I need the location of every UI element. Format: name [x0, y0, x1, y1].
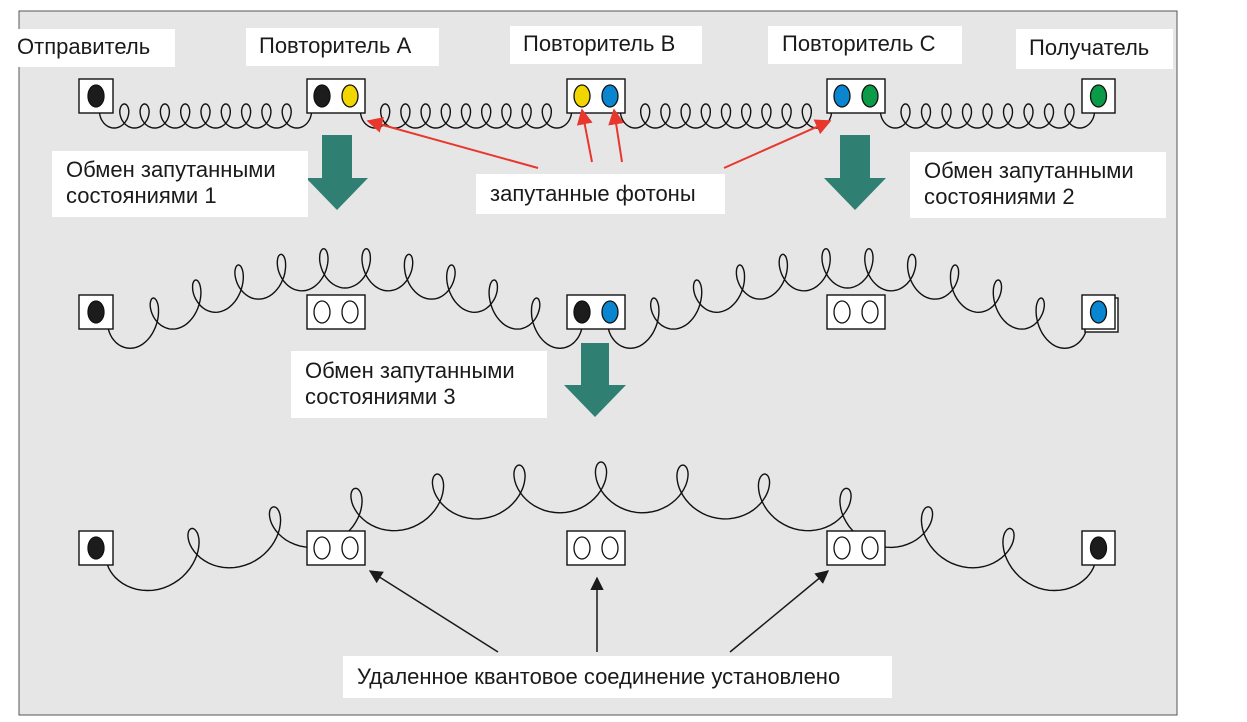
empty-photon-icon	[861, 536, 879, 560]
label-receiver: Получатель	[1016, 29, 1173, 69]
photon-icon	[601, 300, 619, 324]
pointer-to-repeater-a	[366, 117, 539, 169]
stage-arrow-swap-1	[306, 135, 368, 210]
link-sender-repeater-a	[98, 103, 313, 129]
link-repeater-a-repeater-b	[359, 103, 573, 129]
photon-icon	[87, 536, 105, 560]
link-repeater-b-receiver	[607, 247, 1088, 350]
station-row3-3	[566, 530, 626, 566]
photon-icon	[1089, 84, 1108, 108]
pointer-established-a	[368, 570, 499, 653]
established-pointers	[368, 570, 830, 653]
station-row1-1	[78, 78, 114, 114]
empty-photon-icon	[341, 536, 359, 560]
station-row1-2	[306, 78, 366, 114]
caption-swap-2-line1: Обмен запутанными	[924, 158, 1134, 183]
link-repeater-b-repeater-c	[619, 103, 833, 129]
caption-established: Удаленное квантовое соединение установле…	[343, 656, 892, 698]
caption-swap-2: Обмен запутанными состояниями 2	[910, 152, 1166, 218]
empty-photon-icon	[573, 536, 591, 560]
station-row2-4	[826, 294, 886, 330]
label-repeater-a-text: Повторитель A	[259, 33, 412, 58]
photon-icon	[601, 84, 619, 108]
link-repeater-c-receiver	[879, 103, 1096, 129]
caption-swap-1-line2: состояниями 1	[66, 183, 217, 208]
photon-icon	[861, 84, 879, 108]
photon-icon	[1089, 536, 1108, 560]
station-row2-1	[78, 294, 114, 330]
pointer-to-repeater-c	[723, 119, 832, 169]
stage-arrow-swap-2	[824, 135, 886, 210]
label-sender: Отправитель	[15, 29, 175, 67]
caption-entangled-photons-text: запутанные фотоны	[490, 181, 696, 206]
station-row1-4	[826, 78, 886, 114]
label-repeater-c-text: Повторитель C	[782, 31, 936, 56]
pointer-to-repeater-b-right	[608, 108, 625, 163]
photon-icon	[341, 84, 359, 108]
station-row3-2	[306, 530, 366, 566]
station-row3-1	[78, 530, 114, 566]
caption-swap-2-line2: состояниями 2	[924, 184, 1075, 209]
empty-photon-icon	[601, 536, 619, 560]
stage-arrow-swap-3	[564, 343, 626, 417]
caption-swap-1: Обмен запутанными состояниями 1	[52, 151, 308, 217]
label-repeater-b-text: Повторитель B	[523, 31, 676, 56]
label-repeater-b: Повторитель B	[510, 26, 702, 64]
pointer-established-c	[729, 570, 830, 653]
photon-icon	[313, 84, 331, 108]
caption-swap-3: Обмен запутанными состояниями 3	[291, 351, 547, 418]
station-row3-4	[826, 530, 886, 566]
stations	[78, 78, 1119, 566]
caption-entangled-photons: запутанные фотоны	[476, 174, 725, 214]
photon-icon	[1089, 300, 1108, 324]
entanglement-links	[98, 103, 1097, 592]
station-row1-3	[566, 78, 626, 114]
label-repeater-a: Повторитель A	[246, 28, 439, 66]
photon-icon	[833, 84, 851, 108]
label-repeater-c: Повторитель C	[768, 26, 962, 64]
station-row2-5	[1081, 294, 1119, 333]
station-row1-5	[1081, 78, 1116, 114]
photon-icon	[87, 300, 105, 324]
empty-photon-icon	[833, 300, 851, 324]
caption-swap-1-line1: Обмен запутанными	[66, 157, 276, 182]
photon-icon	[573, 84, 591, 108]
empty-photon-icon	[861, 300, 879, 324]
entangled-photon-pointers	[366, 108, 832, 169]
label-sender-text: Отправитель	[17, 34, 151, 59]
pointer-to-repeater-b-left	[576, 108, 593, 163]
link-sender-repeater-b	[107, 247, 583, 350]
empty-photon-icon	[833, 536, 851, 560]
empty-photon-icon	[341, 300, 359, 324]
station-row3-5	[1081, 530, 1116, 566]
empty-photon-icon	[313, 536, 331, 560]
caption-swap-3-line1: Обмен запутанными	[305, 358, 515, 383]
caption-swap-3-line2: состояниями 3	[305, 384, 456, 409]
link-sender-receiver	[105, 461, 1097, 592]
photon-icon	[573, 300, 591, 324]
station-row2-2	[306, 294, 366, 330]
label-receiver-text: Получатель	[1029, 35, 1150, 60]
stage-arrows	[306, 135, 886, 417]
caption-established-text: Удаленное квантовое соединение установле…	[357, 664, 841, 689]
photon-icon	[87, 84, 105, 108]
empty-photon-icon	[313, 300, 331, 324]
station-row2-3	[566, 294, 626, 330]
